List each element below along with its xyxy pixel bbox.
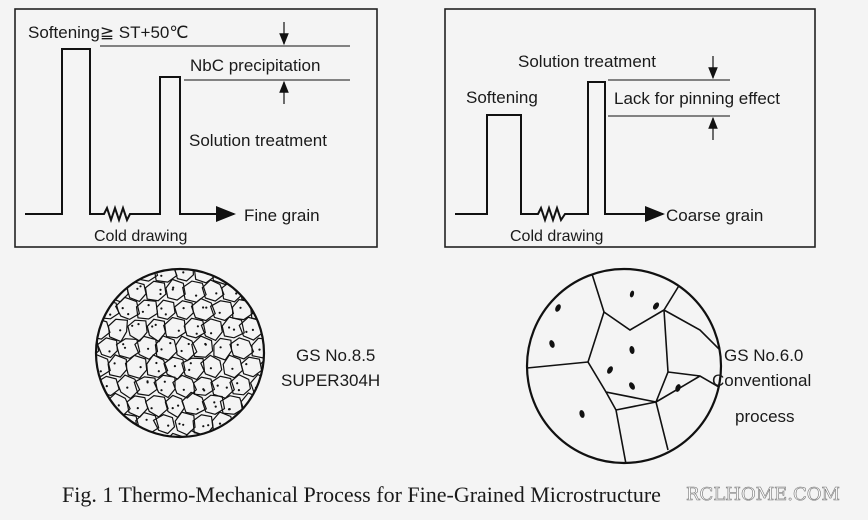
coarse-grain-boundary-circle — [525, 267, 723, 465]
left-gs-label: GS No.8.5 — [296, 346, 375, 365]
left-solution-label: Solution treatment — [189, 131, 327, 150]
right-process-panel: Solution treatment Softening Lack for pi… — [444, 8, 816, 248]
fine-precipitate-dots — [96, 269, 263, 430]
left-panel-frame — [14, 8, 378, 248]
left-result-label: Fine grain — [244, 206, 320, 225]
watermark-text: RCLHOME.COM — [686, 484, 840, 505]
right-heat-profile — [455, 81, 665, 224]
right-material-label: Conventional — [712, 371, 811, 390]
left-process-panel: Softening≧ ST+50℃ NbC precipitation Solu… — [14, 8, 378, 248]
figure-caption: Fig. 1 Thermo-Mechanical Process for Fin… — [62, 482, 661, 507]
coarse-grain-network — [527, 273, 721, 463]
right-drawing-label: Cold drawing — [510, 228, 603, 245]
left-softening-label: Softening≧ ST+50℃ — [28, 23, 188, 42]
right-material-label-line2: process — [735, 407, 795, 426]
coarse-precipitate-dots — [549, 290, 681, 418]
left-drawing-label: Cold drawing — [94, 228, 187, 245]
fine-grain-microstructure — [94, 267, 266, 439]
left-heat-profile — [25, 48, 236, 224]
coarse-grain-microstructure — [525, 267, 723, 465]
left-precipitation-label: NbC precipitation — [190, 56, 320, 75]
fine-grain-boundary-circle — [94, 267, 266, 439]
right-gs-label: GS No.6.0 — [724, 346, 803, 365]
right-solution-label: Solution treatment — [518, 52, 656, 71]
right-result-label: Coarse grain — [666, 206, 763, 225]
left-material-label: SUPER304H — [281, 371, 380, 390]
right-pinning-label: Lack for pinning effect — [614, 89, 780, 108]
right-softening-label: Softening — [466, 88, 538, 107]
right-panel-frame — [444, 8, 816, 248]
